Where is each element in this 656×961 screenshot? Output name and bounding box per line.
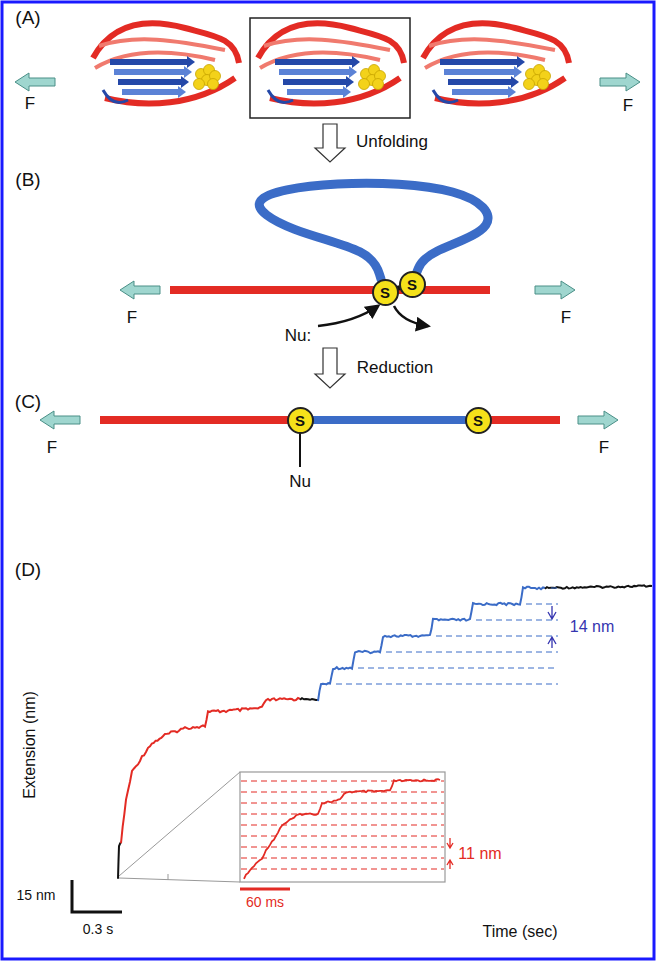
panel-label: Unfolding [356, 133, 428, 152]
protein-ribbon [258, 23, 404, 103]
sulfur-atom: S [465, 407, 492, 434]
panel-label: 15 nm [17, 888, 56, 903]
sulfur-atom: S [399, 271, 426, 298]
panel-label: 0.3 s [83, 922, 113, 937]
force-arrow [600, 73, 640, 91]
panel-label: (A) [15, 8, 40, 29]
panel-label: F [561, 309, 571, 328]
panel-label: 11 nm [458, 845, 501, 863]
sulfur-atom: S [372, 279, 399, 306]
panel-label: (D) [15, 560, 41, 581]
force-arrow [120, 281, 160, 299]
panel-label: Nu [289, 473, 311, 492]
atom-label: S [380, 284, 390, 301]
peptide-chain [314, 416, 465, 424]
panel-label: F [623, 97, 633, 116]
panel-label: F [25, 95, 35, 114]
atom-label: S [407, 276, 417, 293]
force-arrow [15, 73, 55, 91]
axis-title: Extension (nm) [21, 691, 39, 799]
attack-arrow [318, 306, 428, 326]
panel-label: (C) [15, 392, 41, 413]
selection-box [250, 18, 410, 118]
panel-label: 60 ms [246, 895, 284, 910]
panel-label: F [599, 439, 609, 458]
sulfur-atom: S [287, 407, 314, 434]
atom-label: S [473, 412, 483, 429]
panel-label: (B) [15, 170, 40, 191]
scale-bar [72, 880, 122, 912]
zoom-inset [119, 772, 453, 889]
force-arrow [40, 411, 80, 429]
force-arrow [578, 411, 618, 429]
force-arrow [535, 281, 575, 299]
protein-ribbon [423, 23, 569, 103]
panel-label: F [127, 309, 137, 328]
panel-label: F [47, 439, 57, 458]
protein-ribbon [93, 23, 239, 103]
step-guides [336, 588, 558, 684]
panel-label: Nu: [285, 327, 311, 346]
nu-bond [300, 432, 301, 467]
peptide-chain [100, 290, 560, 420]
panel-label: Reduction [357, 359, 434, 378]
panel-label: 14 nm [570, 618, 614, 636]
panel-label: Time (sec) [483, 923, 558, 941]
atom-label: S [295, 412, 305, 429]
peptide-chain [259, 183, 488, 279]
step-arrow [315, 348, 345, 388]
step-arrow [315, 124, 345, 162]
